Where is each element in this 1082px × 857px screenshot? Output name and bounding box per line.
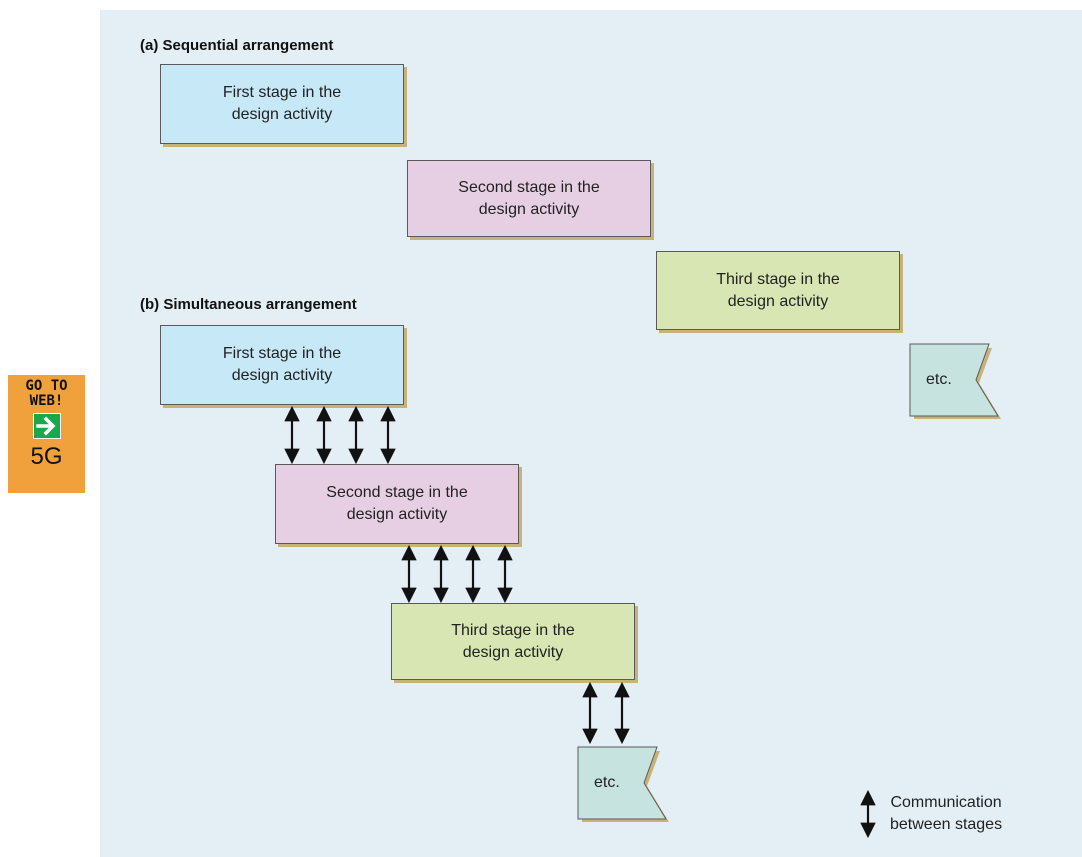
seq-etc-box: etc.: [906, 340, 1002, 430]
badge-code: 5G: [30, 443, 63, 470]
arrow-right-icon: [32, 413, 61, 439]
sim-stage-3: Third stage in the design activity: [391, 603, 635, 680]
sequential-title: (a) Sequential arrangement: [140, 37, 334, 54]
arrows-stage1-stage2: [284, 405, 396, 465]
seq-stage-2: Second stage in the design activity: [407, 160, 651, 237]
sim-stage-2: Second stage in the design activity: [275, 464, 519, 544]
arrows-stage2-stage3: [401, 544, 513, 604]
seq-etc-label: etc.: [926, 371, 952, 388]
sim-etc-label: etc.: [594, 774, 620, 791]
arrows-stage3-etc: [582, 681, 630, 745]
seq-stage-1: First stage in the design activity: [160, 64, 404, 144]
simultaneous-title: (b) Simultaneous arrangement: [140, 296, 357, 313]
sim-etc-box: etc.: [574, 743, 670, 833]
seq-stage-3: Third stage in the design activity: [656, 251, 900, 330]
sim-stage-1: First stage in the design activity: [160, 325, 404, 405]
go-to-web-badge[interactable]: GO TO WEB! 5G: [8, 375, 85, 493]
badge-label: GO TO WEB!: [25, 378, 68, 409]
legend-text: Communication between stages: [890, 794, 1003, 833]
